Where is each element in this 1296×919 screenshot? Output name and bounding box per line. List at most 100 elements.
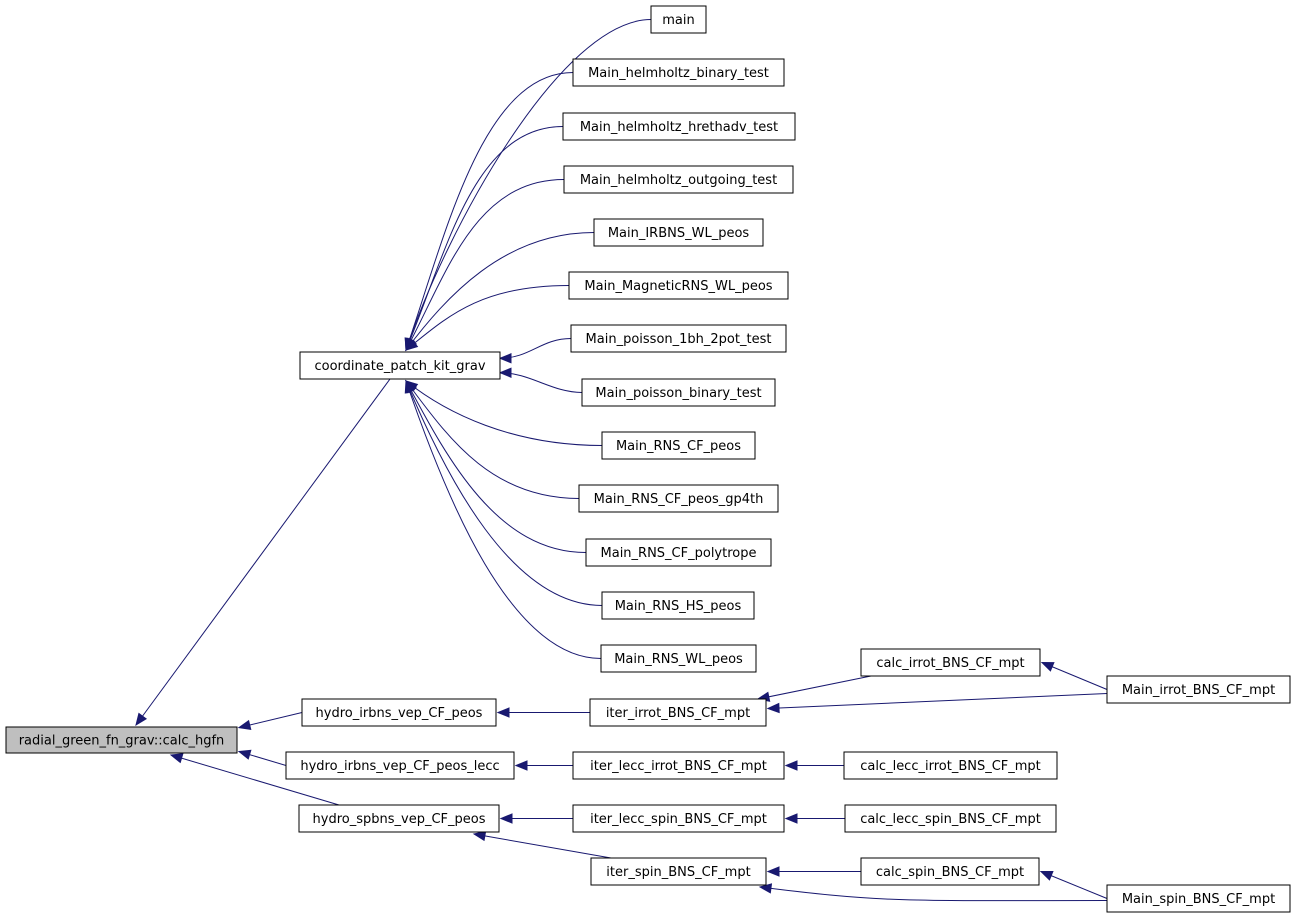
arrowhead bbox=[1040, 661, 1055, 672]
node-box bbox=[5, 726, 238, 754]
node-box bbox=[585, 538, 772, 567]
node-main[interactable]: main bbox=[650, 5, 707, 34]
arrowhead bbox=[472, 830, 487, 842]
node-main-rns-cf-peos-gp4th[interactable]: Main_RNS_CF_peos_gp4th bbox=[578, 484, 779, 513]
node-main-rns-cf-peos[interactable]: Main_RNS_CF_peos bbox=[601, 431, 756, 460]
node-label: Main_RNS_WL_peos bbox=[614, 652, 743, 667]
node-box bbox=[843, 751, 1058, 780]
edge-main-helmholtz-binary-test-to-coordinate-patch-kit-grav bbox=[404, 72, 574, 352]
edge-main-poisson-1bh-2pot-test-to-coordinate-patch-kit-grav bbox=[498, 338, 572, 364]
node-label: calc_lecc_irrot_BNS_CF_mpt bbox=[860, 759, 1041, 774]
node-main-spin-bns-cf-mpt[interactable]: Main_spin_BNS_CF_mpt bbox=[1106, 884, 1291, 913]
edge-hydro-irbns-vep-cf-peos-lecc-to-radial-green-fn-grav-calc-hgfn bbox=[237, 749, 287, 766]
arrowhead bbox=[1039, 871, 1054, 881]
node-calc-spin-bns-cf-mpt[interactable]: calc_spin_BNS_CF_mpt bbox=[860, 857, 1040, 886]
edge-main-rns-wl-peos-to-coordinate-patch-kit-grav bbox=[404, 379, 602, 659]
nodes-layer: radial_green_fn_grav::calc_hgfn coordinat… bbox=[5, 5, 1291, 913]
edge-main-spin-bns-cf-mpt-to-calc-spin-bns-cf-mpt bbox=[1039, 871, 1108, 899]
node-main-irbns-wl-peos[interactable]: Main_IRBNS_WL_peos bbox=[593, 218, 764, 247]
node-box bbox=[572, 804, 785, 833]
node-main-rns-wl-peos[interactable]: Main_RNS_WL_peos bbox=[600, 644, 757, 673]
node-label: hydro_spbns_vep_CF_peos bbox=[313, 812, 486, 827]
node-iter-spin-bns-cf-mpt[interactable]: iter_spin_BNS_CF_mpt bbox=[590, 857, 767, 886]
edge-line bbox=[135, 378, 391, 726]
edge-line bbox=[405, 179, 565, 351]
node-calc-irrot-bns-cf-mpt[interactable]: calc_irrot_BNS_CF_mpt bbox=[860, 648, 1041, 677]
arrowhead bbox=[784, 760, 798, 771]
node-main-poisson-1bh-2pot-test[interactable]: Main_poisson_1bh_2pot_test bbox=[570, 324, 787, 353]
node-hydro-spbns-vep-cf-peos[interactable]: hydro_spbns_vep_CF_peos bbox=[298, 804, 500, 833]
node-box bbox=[285, 751, 515, 780]
edge-main-magneticrns-wl-peos-to-coordinate-patch-kit-grav bbox=[404, 285, 570, 351]
node-calc-lecc-spin-bns-cf-mpt[interactable]: calc_lecc_spin_BNS_CF_mpt bbox=[844, 804, 1057, 833]
edge-main-irbns-wl-peos-to-coordinate-patch-kit-grav bbox=[405, 232, 595, 352]
edge-line bbox=[759, 886, 1108, 902]
node-label: hydro_irbns_vep_CF_peos_lecc bbox=[300, 759, 499, 774]
node-label: Main_IRBNS_WL_peos bbox=[608, 226, 750, 241]
node-label: Main_poisson_1bh_2pot_test bbox=[586, 332, 772, 347]
node-label: Main_spin_BNS_CF_mpt bbox=[1122, 892, 1275, 907]
node-label: main bbox=[662, 13, 694, 28]
edge-main-rns-hs-peos-to-coordinate-patch-kit-grav bbox=[405, 379, 603, 606]
node-label: iter_spin_BNS_CF_mpt bbox=[606, 865, 750, 880]
node-box bbox=[581, 378, 776, 407]
node-box bbox=[1106, 884, 1291, 913]
node-main-helmholtz-binary-test[interactable]: Main_helmholtz_binary_test bbox=[572, 58, 785, 87]
node-label: calc_irrot_BNS_CF_mpt bbox=[876, 656, 1024, 671]
node-iter-lecc-irrot-bns-cf-mpt[interactable]: iter_lecc_irrot_BNS_CF_mpt bbox=[572, 751, 785, 780]
edge-line bbox=[405, 126, 564, 351]
node-main-magneticrns-wl-peos[interactable]: Main_MagneticRNS_WL_peos bbox=[568, 271, 789, 300]
edge-hydro-spbns-vep-cf-peos-to-radial-green-fn-grav-calc-hgfn bbox=[169, 753, 340, 806]
node-main-irrot-bns-cf-mpt[interactable]: Main_irrot_BNS_CF_mpt bbox=[1106, 675, 1291, 704]
node-calc-lecc-irrot-bns-cf-mpt[interactable]: calc_lecc_irrot_BNS_CF_mpt bbox=[843, 751, 1058, 780]
edge-calc-spin-bns-cf-mpt-to-iter-spin-bns-cf-mpt bbox=[766, 866, 861, 877]
node-box bbox=[600, 644, 757, 673]
node-radial-green-fn-grav-calc-hgfn[interactable]: radial_green_fn_grav::calc_hgfn bbox=[5, 726, 238, 754]
node-label: iter_lecc_irrot_BNS_CF_mpt bbox=[590, 759, 767, 774]
edge-coordinate-patch-kit-grav-to-radial-green-fn-grav-calc-hgfn bbox=[135, 378, 391, 727]
node-coordinate-patch-kit-grav[interactable]: coordinate_patch_kit_grav bbox=[299, 351, 501, 380]
node-iter-lecc-spin-bns-cf-mpt[interactable]: iter_lecc_spin_BNS_CF_mpt bbox=[572, 804, 785, 833]
node-box bbox=[1106, 675, 1291, 704]
node-label: Main_poisson_binary_test bbox=[595, 386, 761, 401]
arrowhead bbox=[404, 338, 419, 351]
node-label: iter_irrot_BNS_CF_mpt bbox=[606, 706, 750, 721]
node-box bbox=[570, 324, 787, 353]
node-main-poisson-binary-test[interactable]: Main_poisson_binary_test bbox=[581, 378, 776, 407]
edge-main-rns-cf-polytrope-to-coordinate-patch-kit-grav bbox=[405, 379, 587, 553]
edge-main-helmholtz-hrethadv-test-to-coordinate-patch-kit-grav bbox=[405, 126, 564, 352]
node-label: hydro_irbns_vep_CF_peos bbox=[316, 706, 483, 721]
node-main-rns-cf-polytrope[interactable]: Main_RNS_CF_polytrope bbox=[585, 538, 772, 567]
arrowhead bbox=[496, 707, 510, 718]
node-hydro-irbns-vep-cf-peos-lecc[interactable]: hydro_irbns_vep_CF_peos_lecc bbox=[285, 751, 515, 780]
node-main-helmholtz-outgoing-test[interactable]: Main_helmholtz_outgoing_test bbox=[563, 165, 794, 194]
node-label: Main_RNS_CF_peos bbox=[616, 439, 741, 454]
edge-line bbox=[757, 675, 872, 700]
edge-calc-irrot-bns-cf-mpt-to-iter-irrot-bns-cf-mpt bbox=[756, 675, 872, 702]
edge-main-spin-bns-cf-mpt-to-iter-spin-bns-cf-mpt bbox=[758, 883, 1108, 902]
node-iter-irrot-bns-cf-mpt[interactable]: iter_irrot_BNS_CF_mpt bbox=[589, 698, 767, 727]
edge-line bbox=[767, 693, 1108, 709]
node-label: Main_irrot_BNS_CF_mpt bbox=[1122, 683, 1275, 698]
edge-line bbox=[405, 380, 603, 446]
edge-iter-irrot-bns-cf-mpt-to-hydro-irbns-vep-cf-peos bbox=[496, 707, 591, 718]
edge-main-rns-cf-peos-to-coordinate-patch-kit-grav bbox=[404, 380, 603, 446]
node-box bbox=[578, 484, 779, 513]
edge-line bbox=[405, 232, 595, 351]
node-box bbox=[590, 857, 767, 886]
node-box bbox=[860, 648, 1041, 677]
node-main-helmholtz-hrethadv-test[interactable]: Main_helmholtz_hrethadv_test bbox=[562, 112, 796, 141]
edge-calc-lecc-irrot-bns-cf-mpt-to-iter-lecc-irrot-bns-cf-mpt bbox=[784, 760, 844, 771]
arrowhead bbox=[766, 866, 780, 877]
edge-main-poisson-binary-test-to-coordinate-patch-kit-grav bbox=[498, 367, 583, 393]
edge-line bbox=[405, 72, 574, 351]
node-main-rns-hs-peos[interactable]: Main_RNS_HS_peos bbox=[601, 591, 755, 620]
edge-line bbox=[405, 285, 570, 351]
arrowhead bbox=[237, 749, 252, 760]
edge-line bbox=[405, 380, 602, 659]
node-hydro-irbns-vep-cf-peos[interactable]: hydro_irbns_vep_CF_peos bbox=[301, 698, 497, 727]
node-box bbox=[650, 5, 707, 34]
node-label: calc_lecc_spin_BNS_CF_mpt bbox=[860, 812, 1041, 827]
node-box bbox=[860, 857, 1040, 886]
node-label: Main_RNS_CF_polytrope bbox=[601, 546, 757, 561]
